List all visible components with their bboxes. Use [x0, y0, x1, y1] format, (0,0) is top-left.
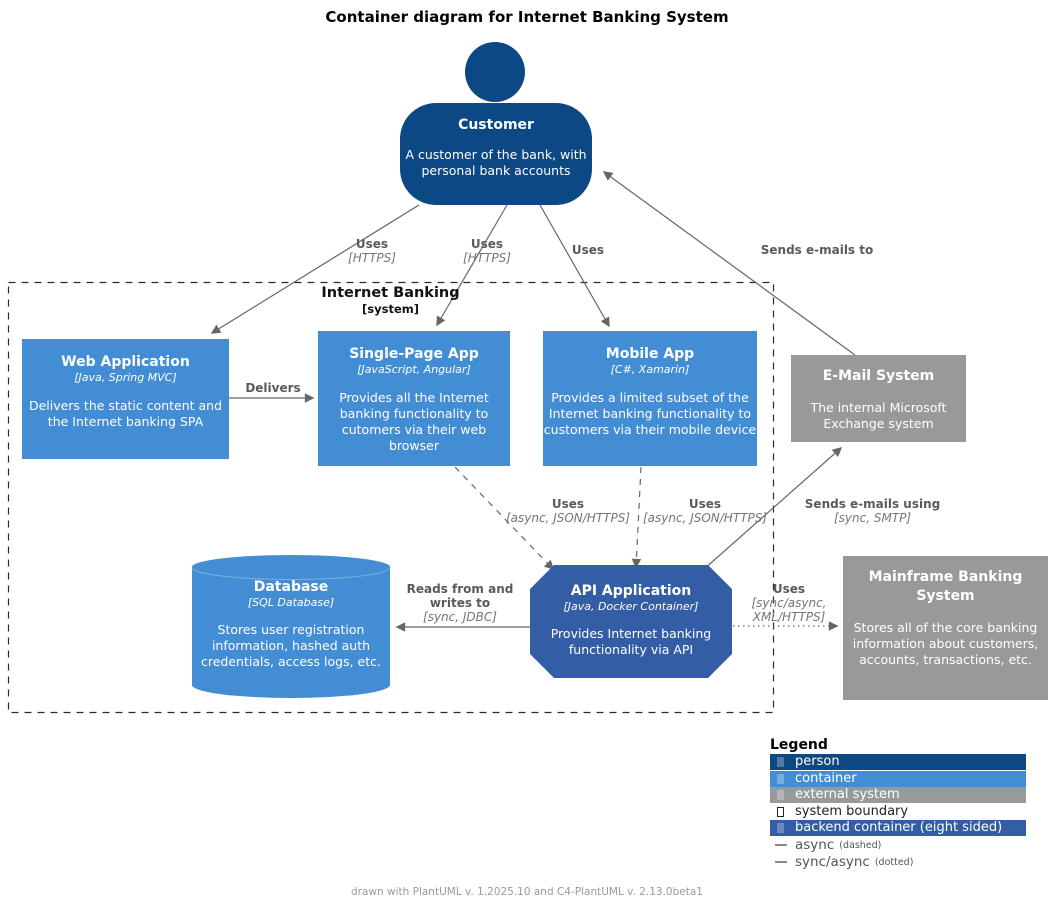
web-app-name: Web Application — [61, 354, 190, 370]
rel-api-mainframe: Uses [sync/async, XML/HTTPS] — [751, 582, 827, 624]
diagram-title: Container diagram for Internet Banking S… — [325, 8, 729, 26]
legend-row-backend-container: backend container (eight sided) — [770, 820, 1026, 836]
boundary-box-icon — [777, 806, 784, 817]
boundary-name: Internet Banking — [321, 285, 460, 301]
database-ellipse — [192, 555, 390, 579]
rel-web-spa: Delivers — [245, 381, 301, 395]
customer-name: Customer — [458, 117, 534, 133]
dash-icon — [775, 844, 787, 846]
mobile-app-tech: [C#, Xamarin] — [610, 363, 690, 376]
rel-customer-spa: Uses [HTTPS] — [463, 237, 511, 265]
sprite-placeholder-icon — [777, 773, 784, 784]
rel-mobile-api: Uses [async, JSON/HTTPS] — [642, 497, 768, 525]
node-api-application: API Application [Java, Docker Container]… — [530, 565, 732, 678]
node-email-system: E-Mail System The internal Microsoft Exc… — [791, 355, 966, 442]
boundary-type: [system] — [362, 302, 419, 316]
person-head — [465, 42, 525, 102]
legend: Legend person container external system … — [770, 737, 1026, 871]
database-name: Database — [253, 579, 329, 595]
mainframe-name: Mainframe Banking System — [868, 569, 1023, 604]
legend-row-system-boundary: system boundary — [770, 804, 1026, 820]
rel-customer-mobile: Uses — [571, 243, 605, 257]
rel-api-email: Sends e-mails using [sync, SMTP] — [804, 497, 941, 525]
customer-description: A customer of the bank, with personal ba… — [405, 147, 587, 178]
sprite-placeholder-icon — [777, 823, 784, 833]
sprite-placeholder-icon — [777, 790, 784, 800]
rel-api-db: Reads from and writes to [sync, JDBC] — [406, 582, 514, 624]
legend-row-external-system: external system — [770, 787, 1026, 803]
node-mainframe: Mainframe Banking System Stores all of t… — [843, 556, 1048, 700]
legend-row-sync-async: sync/async (dotted) — [770, 854, 1026, 871]
api-app-tech: [Java, Docker Container] — [563, 600, 699, 613]
node-single-page-app: Single-Page App [JavaScript, Angular] Pr… — [318, 331, 510, 466]
mainframe-description: Stores all of the core banking informati… — [852, 620, 1039, 667]
node-web-application: Web Application [Java, Spring MVC] Deliv… — [22, 339, 229, 459]
legend-row-person: person — [770, 754, 1026, 770]
legend-title: Legend — [770, 737, 828, 753]
footer-credit: drawn with PlantUML v. 1.2025.10 and C4-… — [351, 886, 703, 898]
web-app-tech: [Java, Spring MVC] — [74, 371, 177, 384]
spa-name: Single-Page App — [349, 346, 479, 362]
node-mobile-app: Mobile App [C#, Xamarin] Provides a limi… — [543, 331, 757, 466]
mobile-app-name: Mobile App — [605, 346, 695, 362]
dash-icon — [775, 861, 787, 863]
database-description: Stores user registration information, ha… — [201, 622, 381, 669]
rel-spa-api: Uses [async, JSON/HTTPS] — [505, 497, 631, 525]
api-app-description: Provides Internet banking functionality … — [550, 626, 712, 657]
spa-tech: [JavaScript, Angular] — [357, 363, 471, 376]
node-customer: Customer A customer of the bank, with pe… — [400, 103, 592, 205]
rel-customer-web: Uses [HTTPS] — [348, 237, 396, 265]
api-app-name: API Application — [570, 583, 692, 599]
sprite-placeholder-icon — [777, 757, 784, 767]
legend-row-container: container — [770, 770, 1026, 787]
email-system-description: The internal Microsoft Exchange system — [810, 400, 947, 431]
database-tech: [SQL Database] — [247, 596, 335, 609]
database-shape — [192, 567, 390, 698]
web-app-description: Delivers the static content and the Inte… — [28, 398, 223, 429]
boundary-label: Internet Banking [system] — [8, 285, 773, 316]
mobile-app-description: Provides a limited subset of the Interne… — [543, 390, 757, 437]
spa-description: Provides all the Internet banking functi… — [339, 390, 489, 453]
email-system-name: E-Mail System — [822, 368, 935, 384]
legend-row-async: async (dashed) — [770, 837, 1026, 854]
rel-email-customer: Sends e-mails to — [760, 243, 874, 257]
node-database: Database [SQL Database] Stores user regi… — [192, 555, 390, 698]
